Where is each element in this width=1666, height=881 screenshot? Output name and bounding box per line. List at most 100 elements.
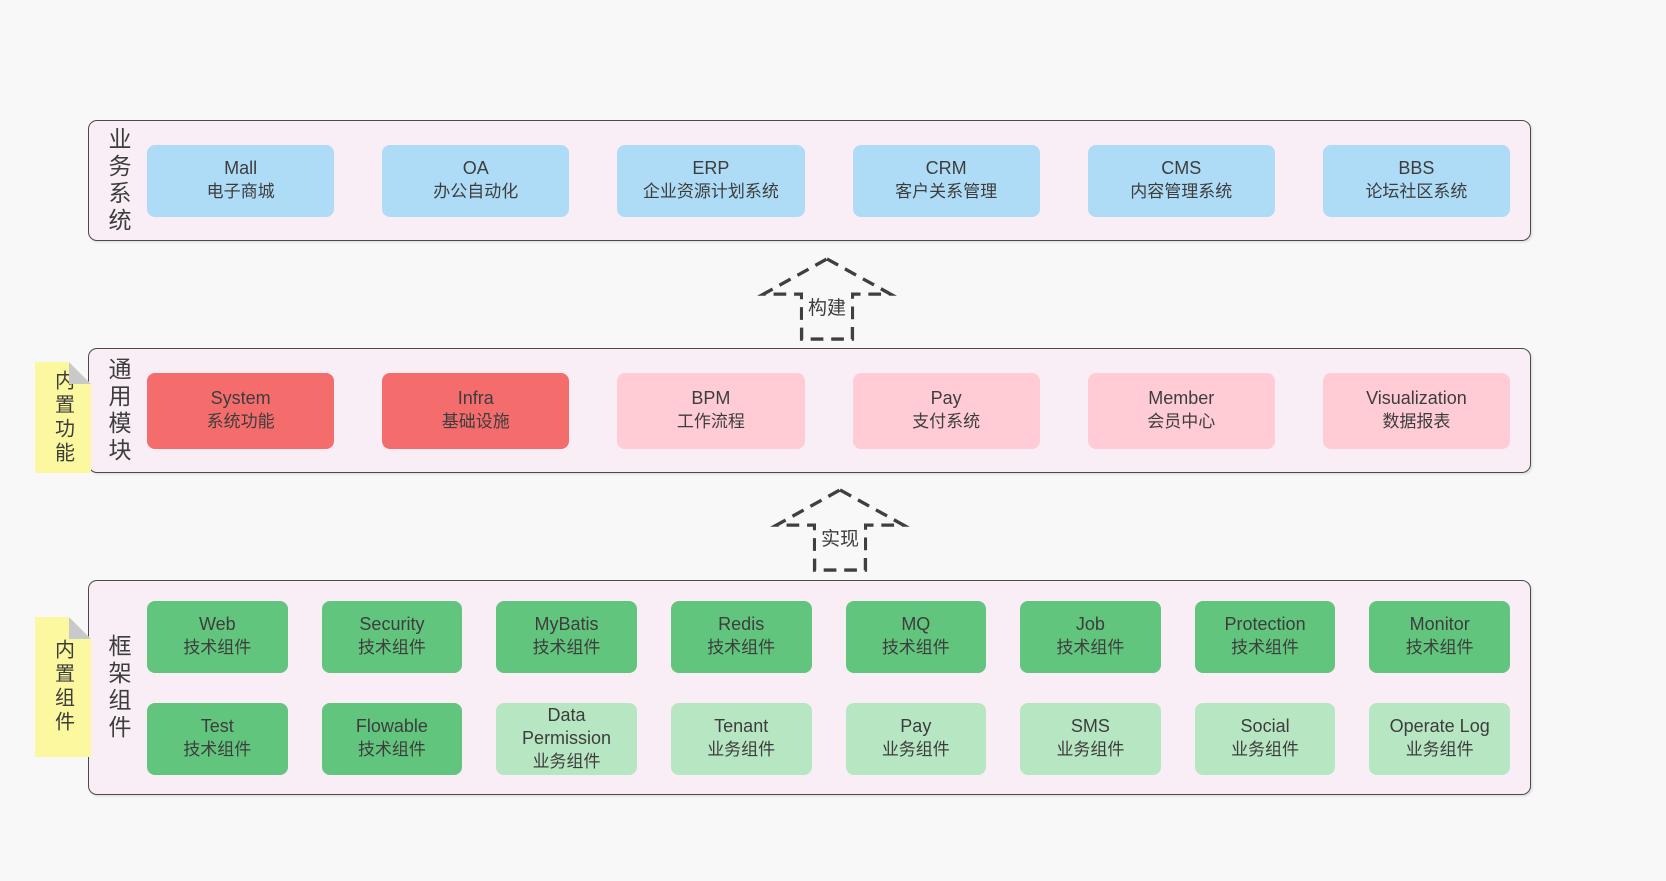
component-box-flowable: Flowable 技术组件 [321, 702, 463, 775]
component-subtitle: 技术组件 [532, 638, 601, 658]
component-subtitle: 技术组件 [183, 638, 252, 658]
module-box-pay: Pay 支付系统 [852, 372, 1040, 449]
component-box-sms: SMS 业务组件 [1020, 702, 1161, 775]
section-common-label-text: 通用模块 [105, 356, 131, 465]
module-box-oa: OA 办公自动化 [382, 144, 570, 217]
component-title: Security [359, 614, 425, 635]
component-title: Pay [900, 716, 932, 737]
sticky-note-label: 内置功能 [51, 369, 74, 466]
component-box-test: Test 技术组件 [147, 702, 288, 775]
component-subtitle: 技术组件 [183, 740, 252, 760]
component-box-pay: Pay 业务组件 [845, 702, 987, 775]
module-subtitle: 数据报表 [1382, 412, 1451, 432]
common-boxes-row: System 系统功能 Infra 基础设施 BPM 工作流程 Pay 支付系统… [147, 349, 1530, 472]
module-title: BPM [691, 388, 731, 409]
component-subtitle: 业务组件 [1405, 740, 1474, 760]
component-box-social: Social 业务组件 [1194, 702, 1336, 775]
module-subtitle: 客户关系管理 [895, 182, 998, 202]
module-title: Mall [224, 158, 258, 179]
sticky-note-builtin-features: 内置功能 [35, 362, 91, 473]
module-title: BBS [1398, 158, 1435, 179]
module-subtitle: 工作流程 [676, 412, 745, 432]
arrow-build: 构建 [757, 256, 897, 342]
module-box-visualization: Visualization 数据报表 [1322, 372, 1511, 449]
component-box-redis: Redis 技术组件 [670, 600, 812, 673]
section-business-label: 业务系统 [89, 121, 147, 240]
component-subtitle: 业务组件 [707, 740, 776, 760]
framework-rows: Web 技术组件 Security 技术组件 MyBatis 技术组件 Redi… [147, 581, 1530, 794]
module-box-bpm: BPM 工作流程 [617, 372, 805, 449]
component-title: Redis [718, 614, 765, 635]
component-box-security: Security 技术组件 [321, 600, 463, 673]
module-box-bbs: BBS 论坛社区系统 [1322, 144, 1511, 217]
module-title: CMS [1161, 158, 1202, 179]
component-subtitle: 技术组件 [707, 638, 776, 658]
component-box-job: Job 技术组件 [1020, 600, 1161, 673]
component-subtitle: 技术组件 [881, 638, 950, 658]
component-subtitle: 业务组件 [1056, 740, 1125, 760]
module-title: System [210, 388, 271, 409]
sticky-note-label: 内置组件 [51, 639, 74, 735]
section-business-label-text: 业务系统 [105, 126, 131, 235]
component-box-mq: MQ 技术组件 [845, 600, 987, 673]
module-title: Member [1148, 388, 1215, 409]
module-subtitle: 企业资源计划系统 [642, 182, 779, 202]
component-subtitle: 业务组件 [1231, 740, 1300, 760]
component-title: Flowable [355, 716, 428, 737]
component-subtitle: 技术组件 [357, 638, 426, 658]
component-title: Monitor [1409, 614, 1470, 635]
module-subtitle: 支付系统 [912, 412, 981, 432]
arrow-implement-label: 实现 [815, 523, 865, 552]
component-title: SMS [1070, 716, 1110, 737]
component-title: MQ [901, 614, 931, 635]
module-subtitle: 电子商城 [206, 182, 275, 202]
arrow-implement: 实现 [770, 487, 910, 573]
module-subtitle: 会员中心 [1147, 412, 1216, 432]
component-box-data-permission: Data Permission 业务组件 [496, 702, 637, 775]
module-title: Pay [930, 388, 962, 409]
module-box-infra: Infra 基础设施 [382, 372, 570, 449]
component-title: Job [1075, 614, 1105, 635]
module-subtitle: 论坛社区系统 [1365, 182, 1468, 202]
component-box-monitor: Monitor 技术组件 [1369, 600, 1510, 673]
module-box-crm: CRM 客户关系管理 [852, 144, 1040, 217]
module-box-mall: Mall 电子商城 [147, 144, 335, 217]
component-subtitle: 技术组件 [357, 740, 426, 760]
module-subtitle: 系统功能 [206, 412, 275, 432]
component-subtitle: 业务组件 [532, 752, 601, 772]
module-title: Visualization [1366, 388, 1467, 409]
component-title: MyBatis [534, 614, 599, 635]
section-framework-components: 框架组件 Web 技术组件 Security 技术组件 MyBatis 技术组件… [88, 580, 1531, 795]
section-common-modules: 通用模块 System 系统功能 Infra 基础设施 BPM 工作流程 Pay… [88, 348, 1531, 473]
module-box-system: System 系统功能 [147, 372, 335, 449]
module-box-erp: ERP 企业资源计划系统 [617, 144, 805, 217]
section-framework-label: 框架组件 [89, 581, 147, 794]
component-subtitle: 技术组件 [1405, 638, 1474, 658]
component-title: Data Permission [522, 704, 612, 749]
framework-row-1: Web 技术组件 Security 技术组件 MyBatis 技术组件 Redi… [147, 600, 1510, 673]
component-title: Operate Log [1389, 716, 1490, 737]
component-subtitle: 技术组件 [1231, 638, 1300, 658]
business-boxes-row: Mall 电子商城 OA 办公自动化 ERP 企业资源计划系统 CRM 客户关系… [147, 121, 1530, 240]
module-box-member: Member 会员中心 [1087, 372, 1275, 449]
module-title: ERP [692, 158, 730, 179]
component-box-web: Web 技术组件 [147, 600, 288, 673]
component-subtitle: 技术组件 [1056, 638, 1125, 658]
module-box-cms: CMS 内容管理系统 [1087, 144, 1275, 217]
module-title: CRM [925, 158, 967, 179]
component-subtitle: 业务组件 [881, 740, 950, 760]
component-box-tenant: Tenant 业务组件 [670, 702, 812, 775]
sticky-note-builtin-components: 内置组件 [35, 617, 91, 757]
component-title: Test [200, 716, 234, 737]
component-box-operate-log: Operate Log 业务组件 [1369, 702, 1510, 775]
module-title: OA [462, 158, 489, 179]
component-title: Tenant [714, 716, 769, 737]
framework-row-2: Test 技术组件 Flowable 技术组件 Data Permission … [147, 702, 1510, 775]
module-subtitle: 办公自动化 [433, 182, 519, 202]
module-title: Infra [457, 388, 494, 409]
section-common-label: 通用模块 [89, 349, 147, 472]
module-subtitle: 基础设施 [441, 412, 510, 432]
component-box-mybatis: MyBatis 技术组件 [496, 600, 637, 673]
module-subtitle: 内容管理系统 [1130, 182, 1233, 202]
